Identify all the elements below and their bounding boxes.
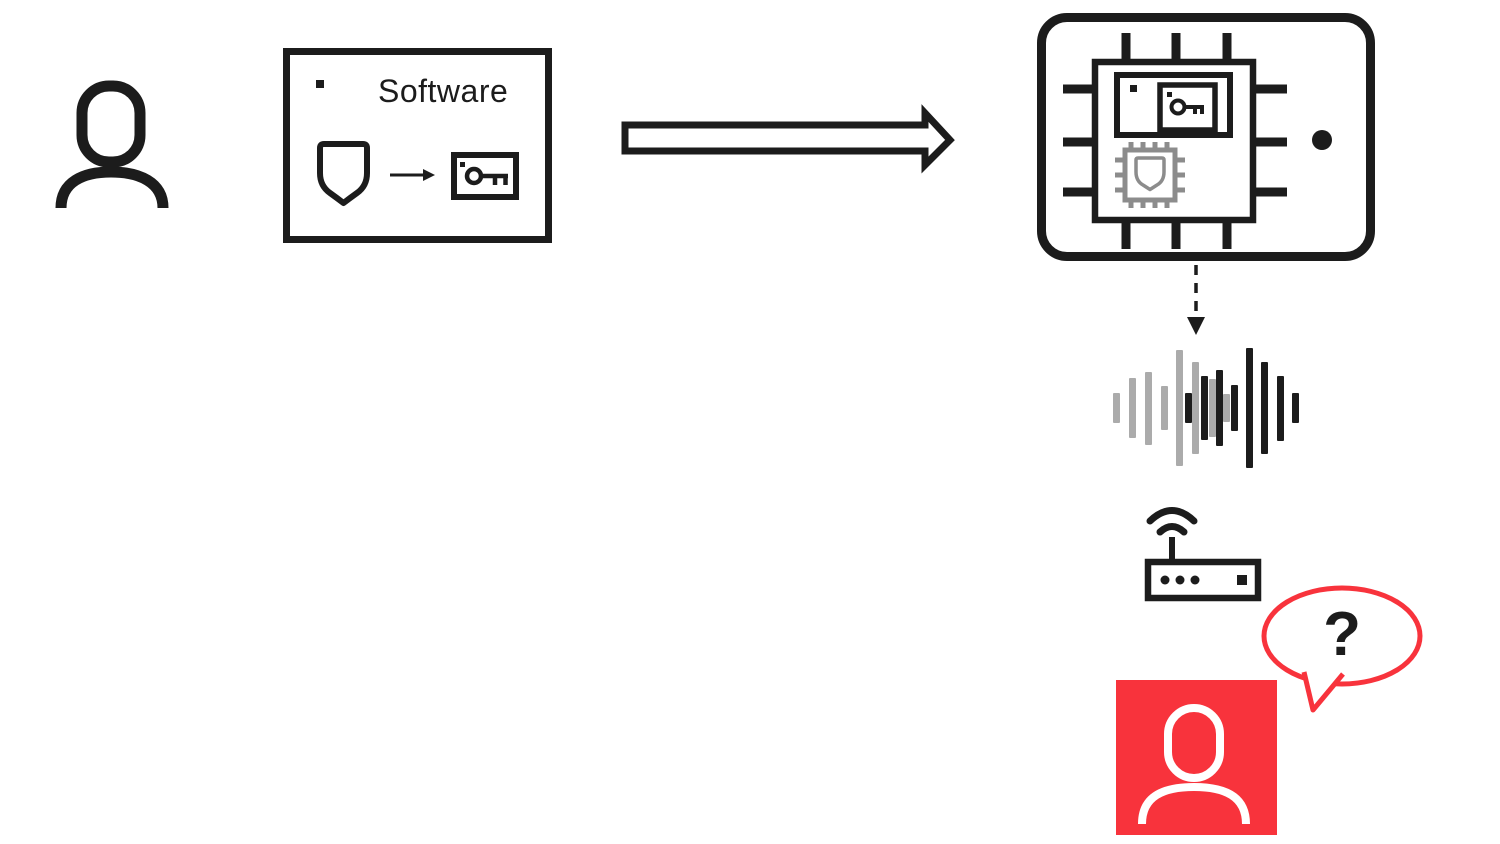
software-label: Software (378, 73, 509, 109)
arrow-right-large-icon (621, 104, 955, 174)
key-icon (1169, 98, 1204, 116)
attacker-box (1116, 680, 1277, 835)
shield-icon (317, 141, 370, 206)
waveform-icon (1100, 340, 1300, 480)
speech-bubble-icon (1261, 585, 1423, 713)
arrow-right-small-icon (390, 169, 435, 181)
shield-icon (1134, 156, 1166, 192)
wifi-router-icon (1144, 507, 1262, 602)
waveform-bar (1223, 394, 1230, 422)
waveform-bar (1246, 348, 1253, 468)
waveform-bar (1216, 370, 1223, 446)
waveform-bar (1185, 393, 1192, 423)
waveform-bar (1176, 350, 1183, 466)
key-box-dot (460, 162, 465, 167)
waveform-bar (1209, 379, 1216, 437)
key-box-icon (1157, 82, 1218, 133)
secure-chip-icon (1115, 142, 1185, 208)
attacker-user-icon (1138, 704, 1250, 825)
key-box-icon (451, 152, 519, 200)
waveform-bar (1129, 378, 1136, 438)
chip-pins (1063, 33, 1287, 249)
software-box: Software (283, 48, 552, 243)
waveform-bar (1201, 376, 1208, 440)
key-window-icon (1114, 72, 1233, 138)
waveform-bar (1161, 386, 1168, 430)
waveform-bar (1113, 393, 1120, 423)
wifi-inner-arc (1156, 523, 1188, 536)
bullet-square-icon (316, 80, 324, 88)
waveform-bar (1277, 375, 1284, 441)
waveform-bar (1292, 393, 1299, 423)
waveform-bar (1192, 362, 1199, 454)
waveform-bar (1231, 385, 1238, 431)
user-icon (55, 80, 169, 209)
wifi-outer-arc (1146, 507, 1198, 525)
key-icon (464, 166, 508, 186)
question-mark: ? (1323, 600, 1361, 669)
waveform-bar (1145, 371, 1152, 445)
chip-icon (1063, 33, 1332, 249)
camera-dot-icon (1312, 130, 1332, 150)
speech-bubble-tail (1301, 671, 1345, 713)
dashed-arrow-down-icon (1187, 265, 1205, 335)
waveform-bar (1261, 362, 1268, 454)
